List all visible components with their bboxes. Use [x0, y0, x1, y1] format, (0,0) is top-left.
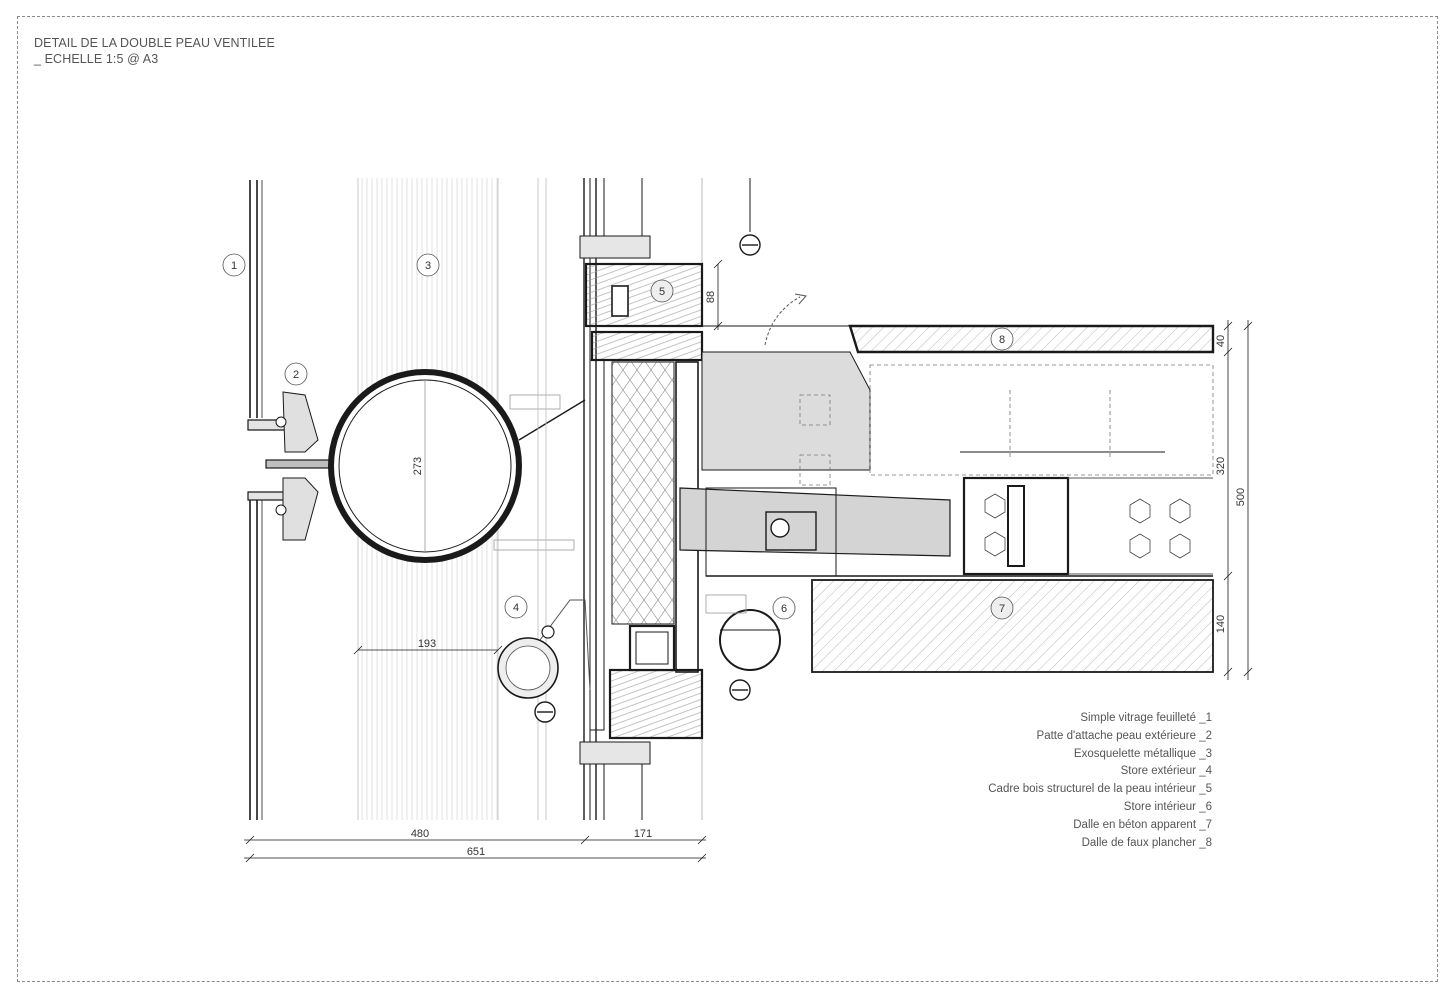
legend: Simple vitrage feuilleté _1 Patte d'atta…	[988, 710, 1212, 852]
callout-3: 3	[416, 253, 440, 277]
legend-item: Dalle de faux plancher _8	[1081, 836, 1212, 849]
steel-console	[679, 351, 951, 577]
title-line-1: DETAIL DE LA DOUBLE PEAU VENTILEE	[34, 36, 275, 50]
dimension-lines	[244, 259, 1253, 863]
steel-i-beam	[960, 451, 1213, 576]
dim-480: 480	[411, 828, 429, 840]
airflow-arrow	[764, 296, 801, 346]
callout-6: 6	[772, 596, 796, 620]
svg-text:7: 7	[999, 603, 1005, 615]
inner-wall-insulation	[611, 361, 699, 673]
dim-171: 171	[634, 828, 652, 840]
dim-88: 88	[705, 291, 717, 303]
hidden-structure	[799, 364, 1214, 486]
legend-item: Cadre bois structurel de la peau intérie…	[988, 783, 1212, 796]
legend-item: Exosquelette métallique _3	[1073, 747, 1212, 760]
dim-193: 193	[418, 638, 436, 650]
svg-text:4: 4	[513, 602, 519, 614]
drawing-title: DETAIL DE LA DOUBLE PEAU VENTILEE _ ECHE…	[34, 35, 275, 67]
legend-item: Simple vitrage feuilleté _1	[1080, 712, 1212, 724]
dim-651: 651	[467, 846, 485, 858]
svg-text:1: 1	[231, 260, 237, 272]
drawing-frame	[17, 16, 1438, 982]
svg-text:5: 5	[659, 286, 665, 298]
steel-tube: 273	[328, 369, 522, 563]
raised-floor	[702, 324, 1215, 354]
svg-text:8: 8	[999, 334, 1005, 346]
callout-5: 5	[650, 279, 674, 303]
svg-text:2: 2	[293, 369, 299, 381]
svg-text:6: 6	[781, 603, 787, 615]
legend-item: Dalle en béton apparent _7	[1073, 818, 1212, 831]
callout-2: 2	[284, 362, 308, 386]
legend-item: Patte d'attache peau extérieure _2	[1036, 729, 1212, 742]
exterior-bracket	[265, 391, 337, 541]
section-markers	[534, 178, 761, 723]
callout-1: 1	[222, 253, 246, 277]
dim-40: 40	[1215, 335, 1227, 347]
callout-7: 7	[990, 596, 1014, 620]
title-line-2: _ ECHELLE 1:5 @ A3	[34, 52, 159, 66]
legend-item: Store extérieur _4	[1120, 765, 1212, 778]
dim-500: 500	[1235, 488, 1247, 506]
dim-320: 320	[1215, 457, 1227, 475]
bolt-pattern	[984, 493, 1191, 559]
dimension-labels: 193 480 171 651 88 40 320 500 140	[411, 291, 1247, 858]
svg-text:3: 3	[425, 260, 431, 272]
dim-140: 140	[1215, 615, 1227, 633]
callout-8: 8	[990, 327, 1014, 351]
interior-blind	[705, 594, 781, 671]
legend-item: Store intérieur _6	[1123, 800, 1212, 813]
tube-diameter-label: 273	[412, 457, 424, 475]
concrete-slab	[706, 575, 1214, 673]
timber-frame	[584, 262, 704, 740]
exterior-blind	[497, 599, 591, 699]
callout-4: 4	[504, 595, 528, 619]
